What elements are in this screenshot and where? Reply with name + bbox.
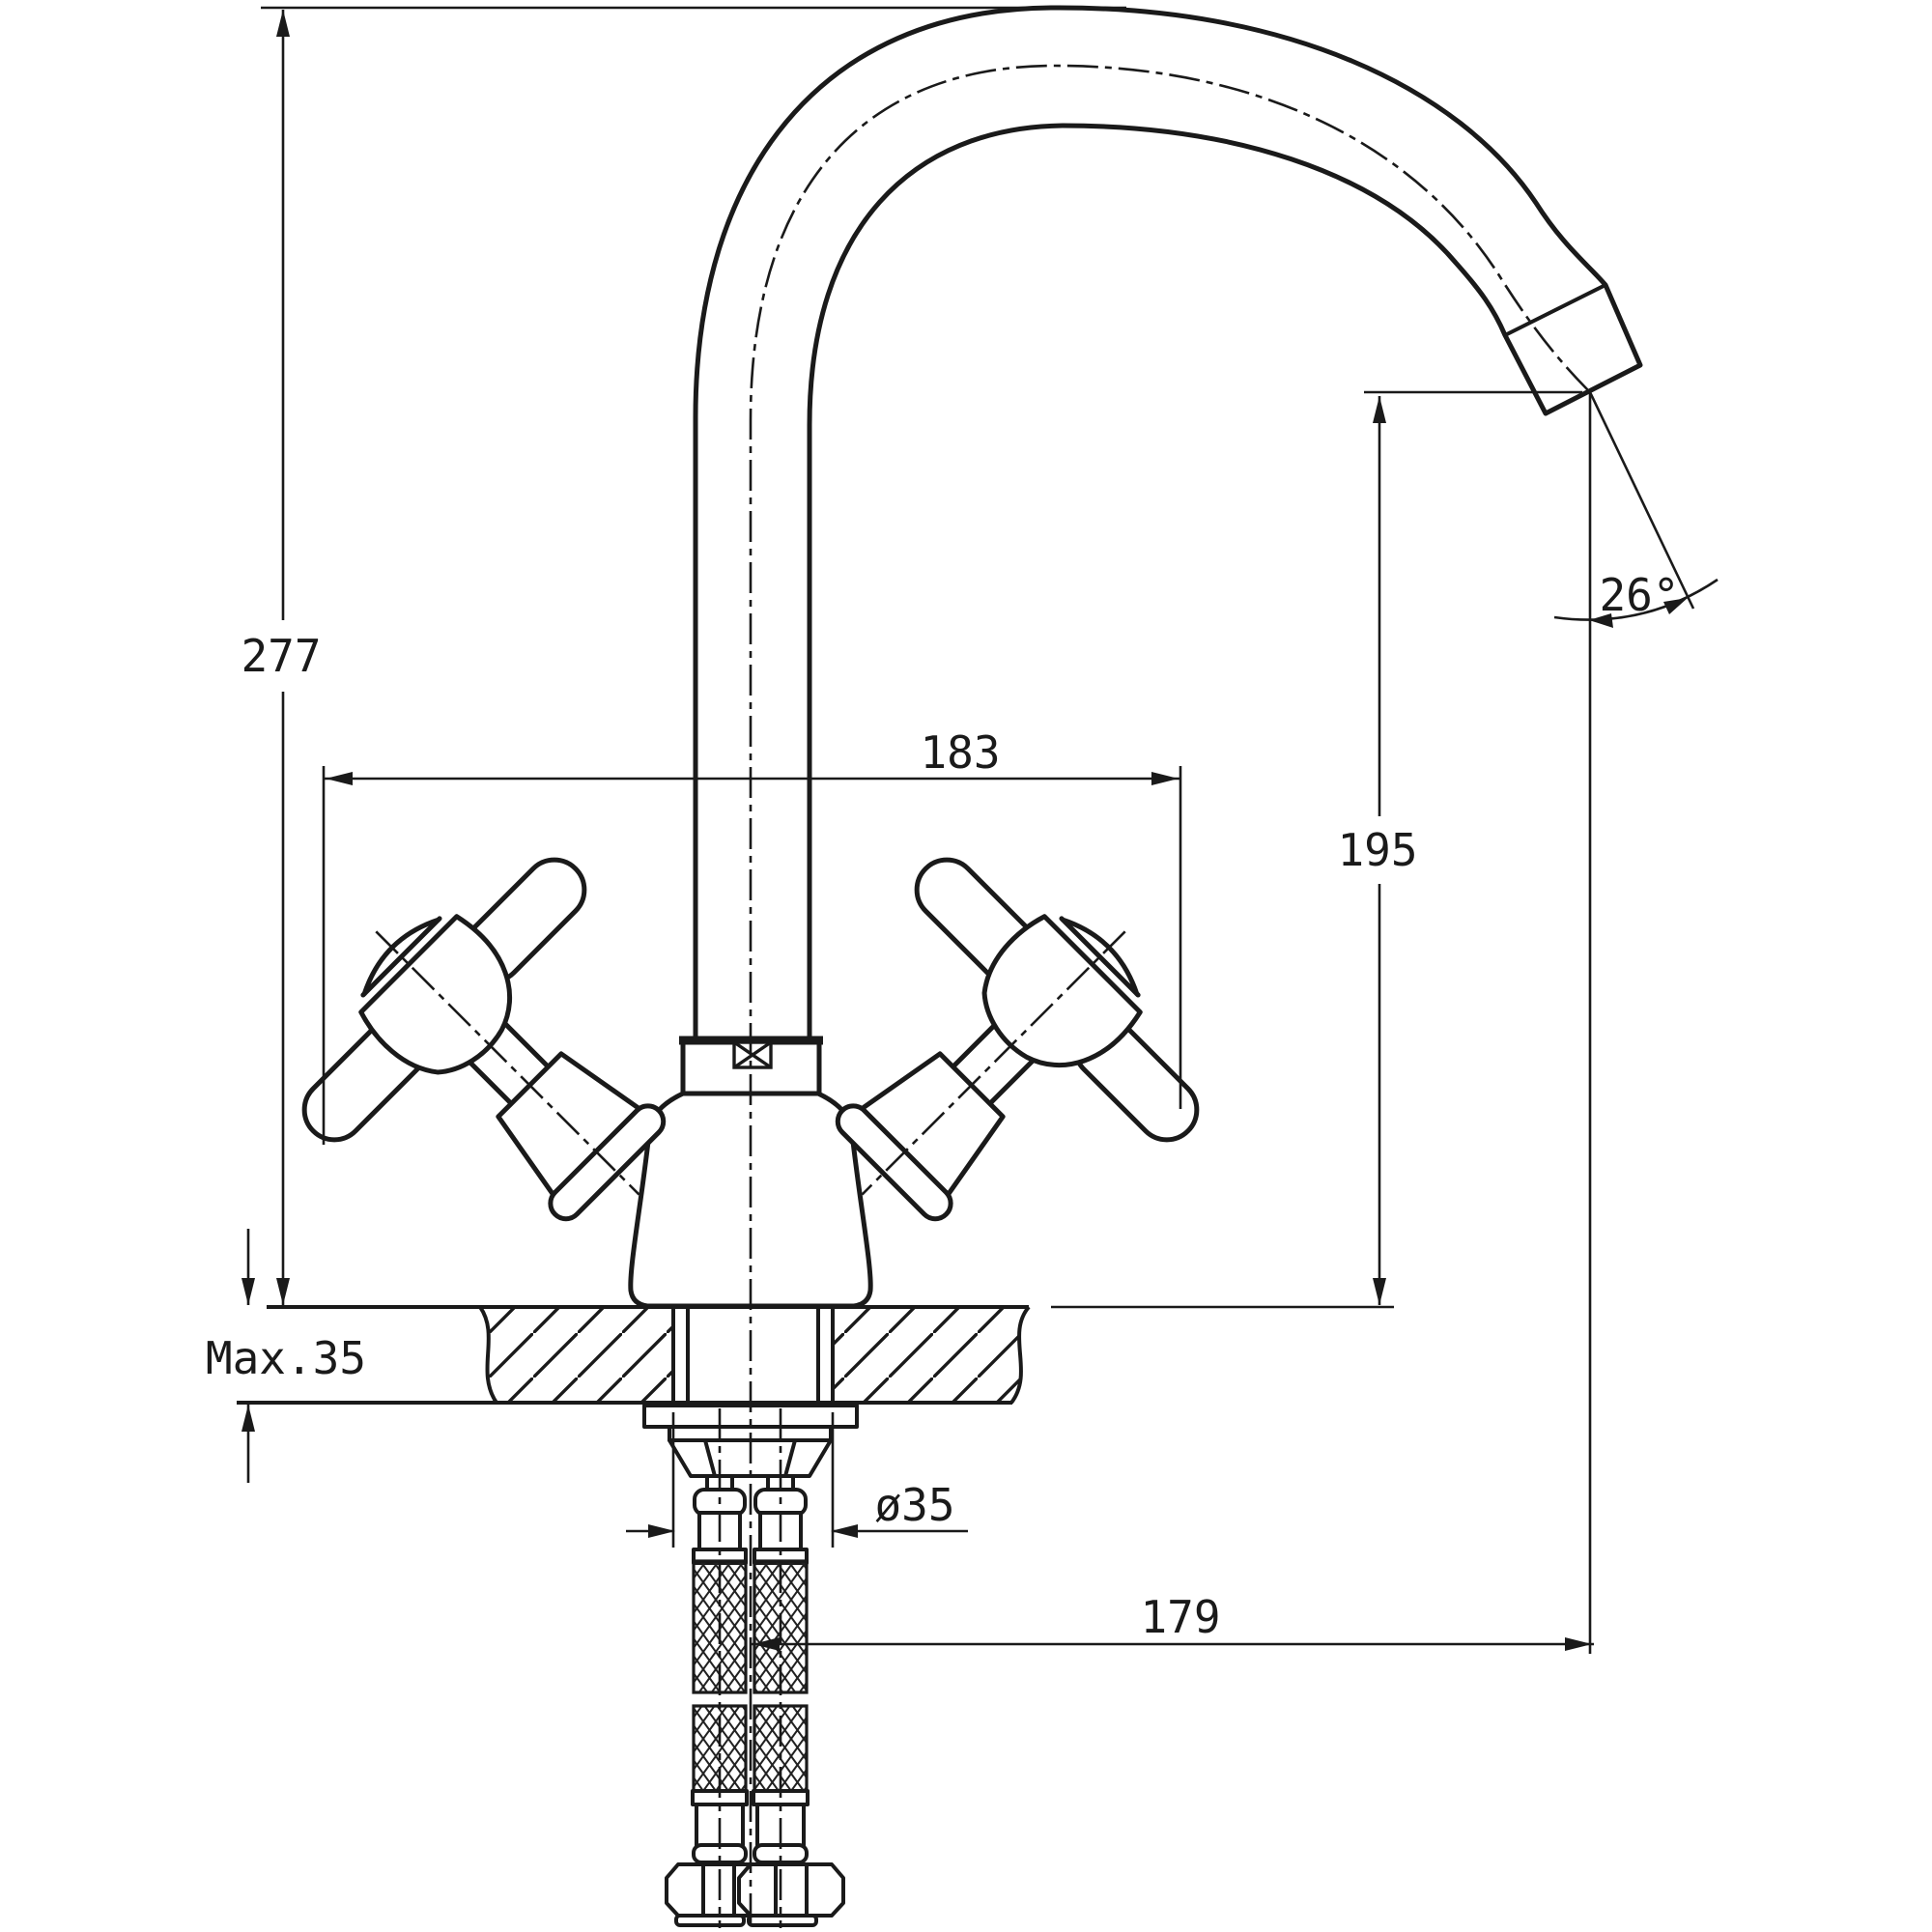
dim-277: 277 (241, 6, 1126, 1305)
handle-cap-face-line (360, 916, 442, 998)
dim-max35-label: Max.35 (206, 1332, 366, 1384)
handle-axis-centerline (861, 930, 1126, 1196)
dim-179-label: 179 (1140, 1591, 1220, 1643)
dim-183-label: 183 (920, 726, 1000, 779)
handle-hub (358, 914, 513, 1075)
arrowhead-up (242, 1405, 255, 1432)
handle-cap-face-line (1059, 916, 1141, 998)
right-handle-assembly (835, 857, 1200, 1222)
hose-nut-right (737, 1862, 845, 1918)
mounting-hardware (642, 1404, 859, 1927)
hose-nut-left-foot (674, 1914, 746, 1927)
arrowhead-right (648, 1524, 675, 1538)
tailpiece-hose-right (752, 1474, 810, 1864)
deck-break-edge-left (478, 1305, 498, 1405)
arrowhead-left (831, 1524, 858, 1538)
arrowhead-left (326, 772, 353, 785)
main-axis-centerline (749, 64, 1591, 1924)
deck-hatch-right (833, 1307, 1029, 1403)
dim-dia35: ø35 (626, 1412, 968, 1548)
dim-26-label: 26° (1599, 569, 1679, 621)
arrowhead-up (276, 10, 290, 37)
dim-183: 183 (322, 726, 1182, 1145)
angle-arc (1553, 578, 1719, 621)
left-handle-assembly (301, 857, 667, 1222)
arrowhead-left (753, 1637, 780, 1651)
shank-and-hole-edges (671, 1307, 835, 1406)
arrowhead-right (1151, 772, 1179, 785)
angle-inclined-reference-line (1588, 391, 1695, 610)
arrowhead-arc-left (1589, 613, 1613, 628)
spout-gooseneck (693, 5, 1643, 1041)
arrowhead-down (242, 1278, 255, 1305)
spout-aerator-collar-line (1504, 283, 1606, 337)
dim-179: 179 (751, 1591, 1594, 1651)
arrowhead-down (1373, 1278, 1386, 1305)
arrowhead-up (1373, 396, 1386, 423)
dim-183-extension-lines (322, 766, 1182, 1145)
arrowhead-arc-right (1663, 598, 1688, 614)
mounting-bolt-section (732, 1040, 773, 1069)
dim-195: 195 (1337, 390, 1582, 1305)
arrowhead-right (1565, 1637, 1592, 1651)
handle-hub (981, 914, 1143, 1068)
dim-max35: Max.35 (206, 1229, 366, 1483)
deck-break-edge-right (1009, 1305, 1031, 1405)
dim-dia35-label: ø35 (874, 1479, 954, 1531)
hose-nut-right-foot (747, 1914, 818, 1927)
locknut-facets (703, 1439, 797, 1477)
dim-277-label: 277 (241, 630, 321, 682)
hose-nut-left-facets (701, 1864, 736, 1916)
handle-axis-centerline (375, 930, 640, 1196)
deck-hatch-left (480, 1307, 673, 1403)
dim-195-label: 195 (1337, 824, 1417, 876)
dim-angle-26: 26° (1553, 391, 1719, 1654)
counter-slab (237, 1305, 1394, 1405)
hose-nut-right-facets (774, 1864, 809, 1916)
arrowhead-down (276, 1278, 290, 1305)
dim-dia35-extension-lines (671, 1412, 835, 1548)
